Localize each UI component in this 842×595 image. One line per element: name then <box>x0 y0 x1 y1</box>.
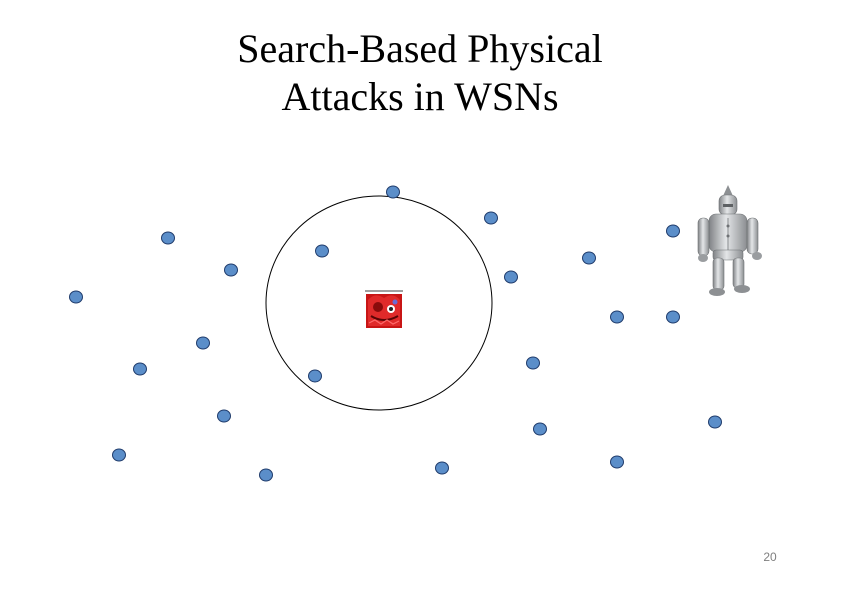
sensor-node <box>526 356 540 370</box>
title-line-1: Search-Based Physical <box>237 26 603 71</box>
sensor-node <box>610 455 624 469</box>
sensor-node <box>484 211 498 225</box>
sensor-node <box>386 185 400 199</box>
sensor-node <box>315 244 329 258</box>
sensor-node <box>610 310 624 324</box>
sensor-node <box>582 251 596 265</box>
sensor-node <box>308 369 322 383</box>
sensor-node <box>161 231 175 245</box>
sensor-nodes <box>69 185 722 482</box>
sensor-node <box>666 224 680 238</box>
sensor-node <box>217 409 231 423</box>
sensor-node <box>69 290 83 304</box>
sensor-node <box>666 310 680 324</box>
sensor-node <box>196 336 210 350</box>
red-creature-icon <box>365 290 403 328</box>
sensor-node <box>259 468 273 482</box>
slide-title: Search-Based Physical Attacks in WSNs <box>160 25 680 121</box>
sensor-node <box>533 422 547 436</box>
page-number: 20 <box>763 550 777 564</box>
robot-icon <box>697 185 762 296</box>
sensor-node <box>112 448 126 462</box>
title-line-2: Attacks in WSNs <box>281 74 559 119</box>
sensor-node <box>224 263 238 277</box>
sensor-node <box>133 362 147 376</box>
sensor-node <box>708 415 722 429</box>
detection-range-circle <box>265 195 493 411</box>
sensor-node <box>504 270 518 284</box>
sensor-node <box>435 461 449 475</box>
